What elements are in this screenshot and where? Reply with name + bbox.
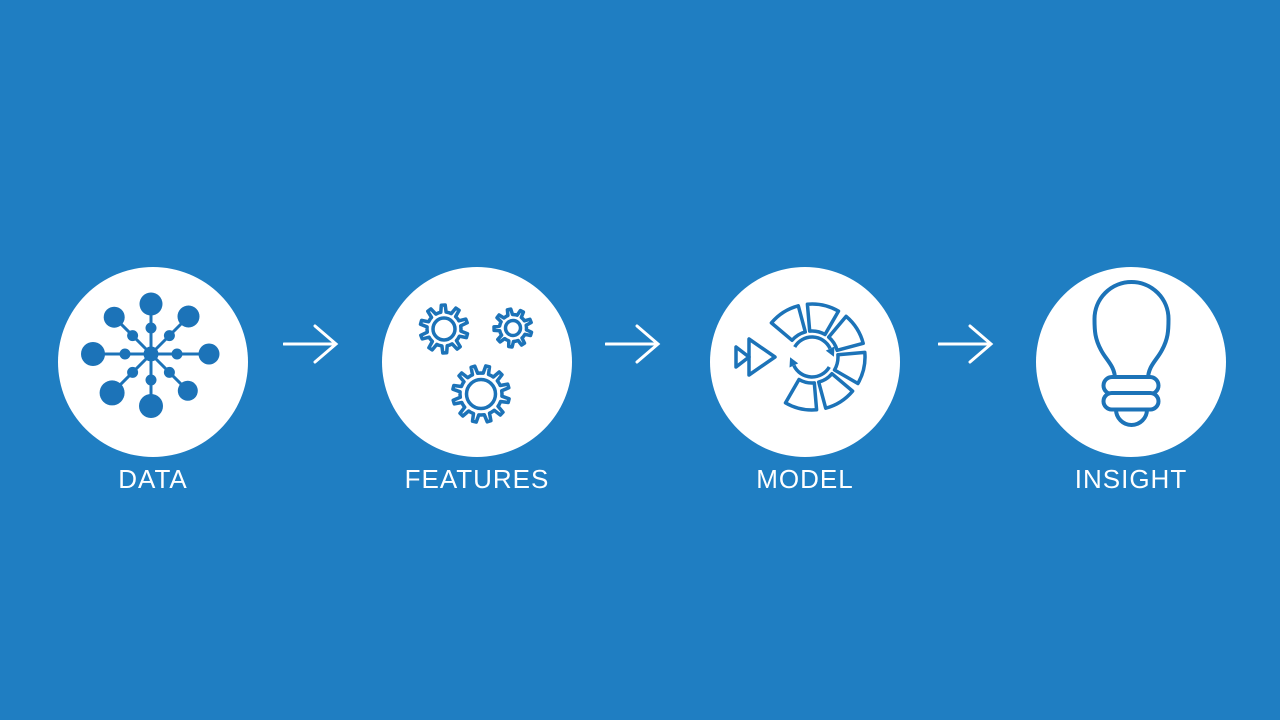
step-label: INSIGHT [1074, 464, 1188, 494]
step-circle [382, 267, 572, 457]
right-arrow-icon [938, 324, 996, 364]
step-data: DATA [58, 267, 248, 492]
features-gears-icon [418, 303, 534, 424]
step-label: MODEL [756, 464, 854, 494]
step-label: FEATURES [404, 464, 550, 494]
step-circle [710, 267, 900, 457]
step-features: FEATURES [382, 267, 572, 492]
step-insight: INSIGHT [1036, 267, 1226, 492]
data-network-icon [81, 292, 220, 418]
insight-lightbulb-icon [1092, 280, 1171, 427]
model-cycle-icon [734, 302, 867, 412]
step-model: MODEL [710, 267, 900, 492]
step-circle [58, 267, 248, 457]
step-label: DATA [118, 464, 188, 494]
step-circle [1036, 267, 1226, 457]
right-arrow-icon [605, 324, 663, 364]
right-arrow-icon [283, 324, 341, 364]
